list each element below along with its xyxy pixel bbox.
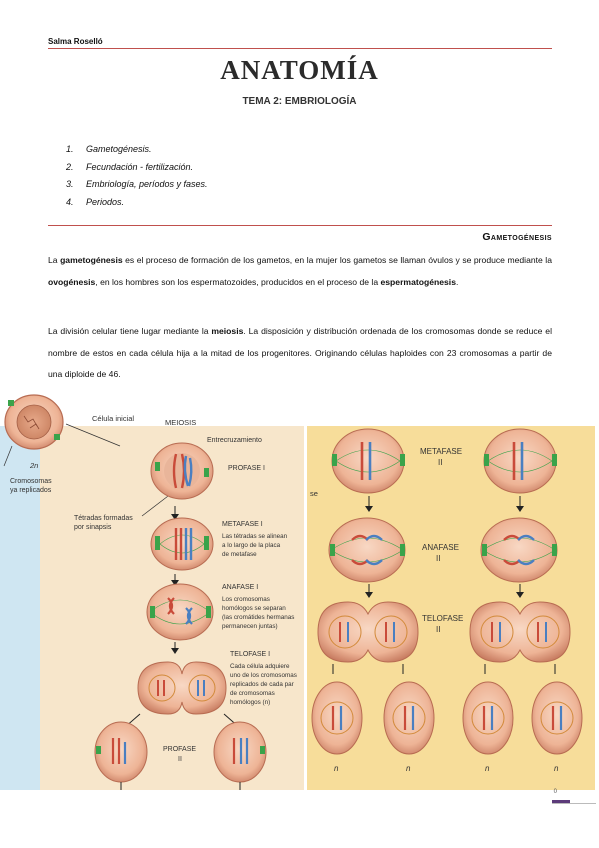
svg-text:replicados de cada par: replicados de cada par [230,681,294,688]
page-footer-bar [552,800,570,803]
label-prophase-1: PROFASE I [228,465,265,472]
label-chromosomes-2: ya replicados [10,487,52,494]
label-crossover: Entrecruzamiento [207,437,262,444]
svg-text:a lo largo de la placa: a lo largo de la placa [222,542,281,549]
section-rule [48,225,552,226]
svg-text:II: II [178,756,182,763]
label-anaphase-2: ANAFASE [422,543,459,552]
toc-item: 2.Fecundación - fertilización. [66,161,194,172]
label-prophase-2: PROFASE [163,746,196,753]
paragraph-meiosis: La división celular tiene lugar mediante… [48,326,552,379]
initial-cell [4,394,64,450]
svg-text:Las tétradas se alinean: Las tétradas se alinean [222,533,288,540]
cell-telophase-1 [137,661,227,715]
label-n-4: n [554,764,559,773]
svg-text:(las cromátides hermanas: (las cromátides hermanas [222,614,294,621]
svg-text:permanecen juntas): permanecen juntas) [222,623,278,630]
toc-item: 3.Embriología, períodos y fases. [66,179,208,189]
figure-blue-strip [0,426,40,790]
label-initial-cell: Célula inicial [92,414,134,423]
cell-prophase-1 [150,442,214,500]
author-name: Salma Roselló [48,37,103,46]
meiosis-figure: Célula inicial MEIOSIS Entrecruzamiento … [0,386,595,790]
cell-anaphase-1 [146,583,214,641]
cell-telophase-2-left [317,601,419,663]
cell-prophase-2-right [213,721,267,783]
label-meiosis: MEIOSIS [165,418,196,427]
label-n-1: n [334,764,339,773]
cell-metaphase-2-right [483,428,557,494]
svg-text:Los cromosomas: Los cromosomas [222,596,270,603]
label-anaphase-1: ANAFASE I [222,584,258,591]
cell-anaphase-2-right [480,517,558,583]
section-title: Gametogénesis [482,231,552,243]
header-rule [48,48,552,49]
cell-metaphase-2-left [331,428,405,494]
svg-text:Cada célula adquiere: Cada célula adquiere [230,663,290,670]
svg-text:II: II [436,625,440,634]
svg-text:de cromosomas: de cromosomas [230,690,275,697]
label-n-3: n [485,764,490,773]
toc-item: 1.Gametogénesis. [66,144,152,154]
cell-telophase-2-right [469,601,571,663]
label-n-2: n [406,764,411,773]
label-metaphase-2: METAFASE [420,447,462,456]
svg-text:uno de los cromosomas: uno de los cromosomas [230,672,297,679]
svg-text:II: II [438,458,442,467]
label-tetrads: Tétradas formadas [74,515,133,522]
label-telophase-2: TELOFASE [422,614,463,623]
label-telophase-1: TELOFASE I [230,651,270,658]
label-metaphase-1: METAFASE I [222,521,263,528]
label-2n: 2n [29,461,38,470]
svg-text:II: II [436,554,440,563]
svg-text:de metafase: de metafase [222,551,257,558]
page-subtitle: TEMA 2: EMBRIOLOGÍA [242,96,357,107]
page-footer-line [552,803,596,804]
label-tetrads-2: por sinapsis [74,524,112,531]
cell-anaphase-2-left [328,517,406,583]
page-number: 0 [553,789,557,795]
svg-text:homólogos (n): homólogos (n) [230,699,270,706]
label-chromosomes: Cromosomas [10,478,52,485]
haploid-cells [311,681,583,755]
svg-text:se: se [310,489,318,498]
cell-prophase-2-left [94,721,148,783]
page-title: ANATOMÍA [220,55,379,85]
cell-metaphase-1 [150,517,214,571]
toc-item: 4.Periodos. [66,196,125,207]
table-of-contents: 1.Gametogénesis. 2.Fecundación - fertili… [66,144,208,214]
paragraph-gametogenesis: La gametogénesis es el proceso de formac… [48,255,552,287]
svg-text:homólogos se separan: homólogos se separan [222,605,286,612]
